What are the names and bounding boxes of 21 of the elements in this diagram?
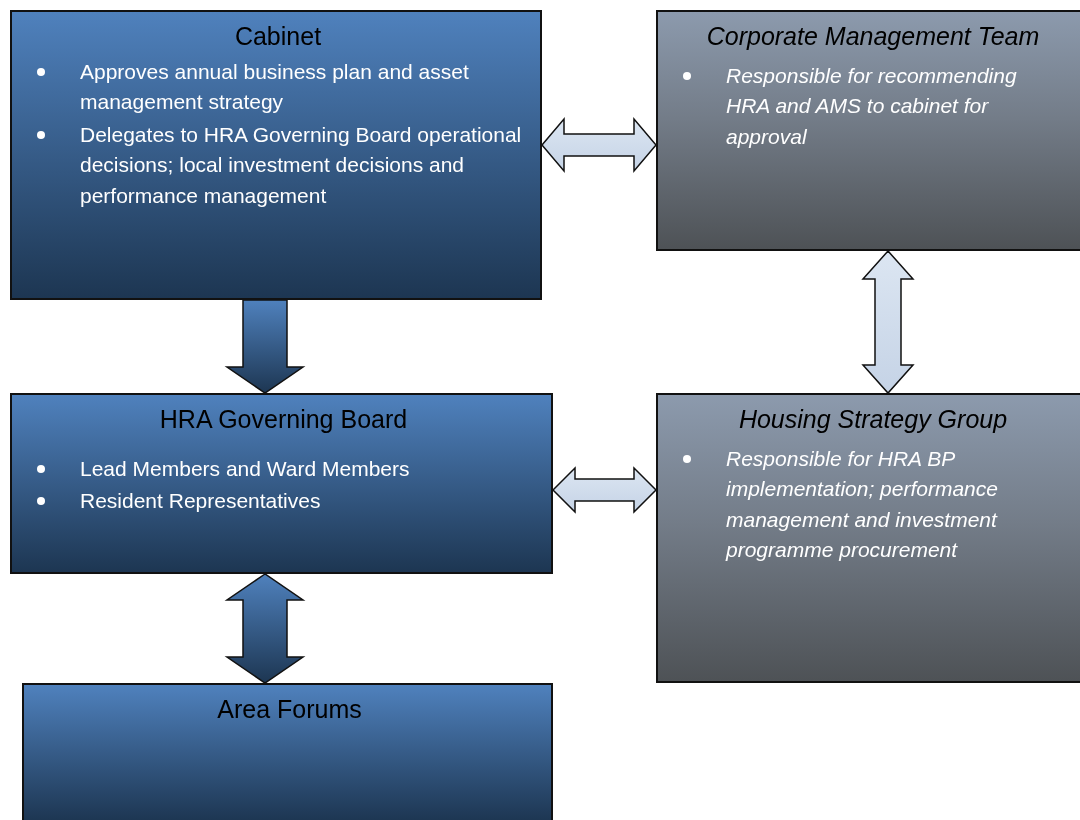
box-heading: HRA Governing Board bbox=[158, 405, 409, 434]
org-box bbox=[22, 683, 553, 820]
box-heading: Housing Strategy Group bbox=[737, 405, 1009, 434]
block-arrow bbox=[541, 116, 657, 174]
bullet-item: Approves annual business plan and asset management strategy bbox=[32, 57, 524, 118]
box-heading: Cabinet bbox=[233, 22, 323, 51]
org-box bbox=[656, 393, 1080, 683]
block-arrow bbox=[551, 466, 658, 514]
org-box bbox=[656, 10, 1080, 251]
bullet-item: Responsible for recommending HRA and AMS to cabinet for approval bbox=[678, 61, 1068, 153]
box-heading: Corporate Management Team bbox=[705, 22, 1041, 51]
bullet-item: Delegates to HRA Governing Board operational decisions; local investment decisions and performance management bbox=[32, 119, 524, 212]
bullet-item: Responsible for HRA BP implementation; performance management and investment programme procurement bbox=[678, 444, 1068, 566]
bullet-item: Lead Members and Ward Members bbox=[32, 454, 535, 485]
block-arrow bbox=[224, 573, 306, 684]
box-heading: Area Forums bbox=[216, 695, 363, 724]
org-box bbox=[10, 393, 553, 574]
block-arrow bbox=[861, 249, 915, 395]
org-box bbox=[10, 10, 542, 300]
block-arrow bbox=[224, 299, 306, 394]
bullet-item: Resident Representatives bbox=[32, 486, 535, 517]
